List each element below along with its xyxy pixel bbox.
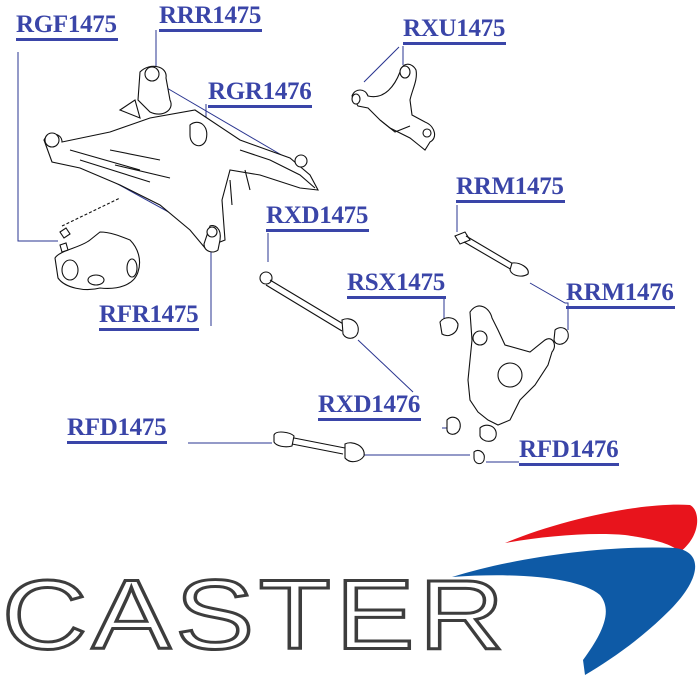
knuckle-drawing (439, 305, 569, 465)
part-label-rgf1475[interactable]: RGF1475 (16, 12, 118, 41)
part-label-rrm1476[interactable]: RRM1476 (566, 280, 675, 309)
part-label-rfr1475[interactable]: RFR1475 (99, 302, 200, 331)
brand-name: CASTER (0, 560, 509, 670)
subframe-drawing (43, 65, 319, 291)
part-label-rxd1476[interactable]: RXD1476 (318, 392, 422, 421)
link-rxd-drawing (259, 271, 359, 339)
part-label-rxd1475[interactable]: RXD1475 (266, 203, 370, 232)
upper-arm-drawing (351, 63, 436, 151)
part-label-rfd1475[interactable]: RFD1475 (67, 415, 168, 444)
part-label-rsx1475[interactable]: RSX1475 (347, 270, 446, 299)
link-rrm-drawing (454, 231, 529, 277)
caster-logo-swoosh (452, 504, 698, 675)
part-label-rgr1476[interactable]: RGR1476 (208, 79, 313, 108)
part-label-rrm1475[interactable]: RRM1475 (456, 174, 565, 203)
part-label-rxu1475[interactable]: RXU1475 (403, 16, 507, 45)
red-swoosh-icon (505, 504, 698, 552)
link-rfd-drawing (273, 431, 365, 463)
blue-swoosh-icon (452, 547, 696, 675)
part-label-rrr1475[interactable]: RRR1475 (159, 3, 263, 32)
part-label-rfd1476[interactable]: RFD1476 (519, 437, 620, 466)
